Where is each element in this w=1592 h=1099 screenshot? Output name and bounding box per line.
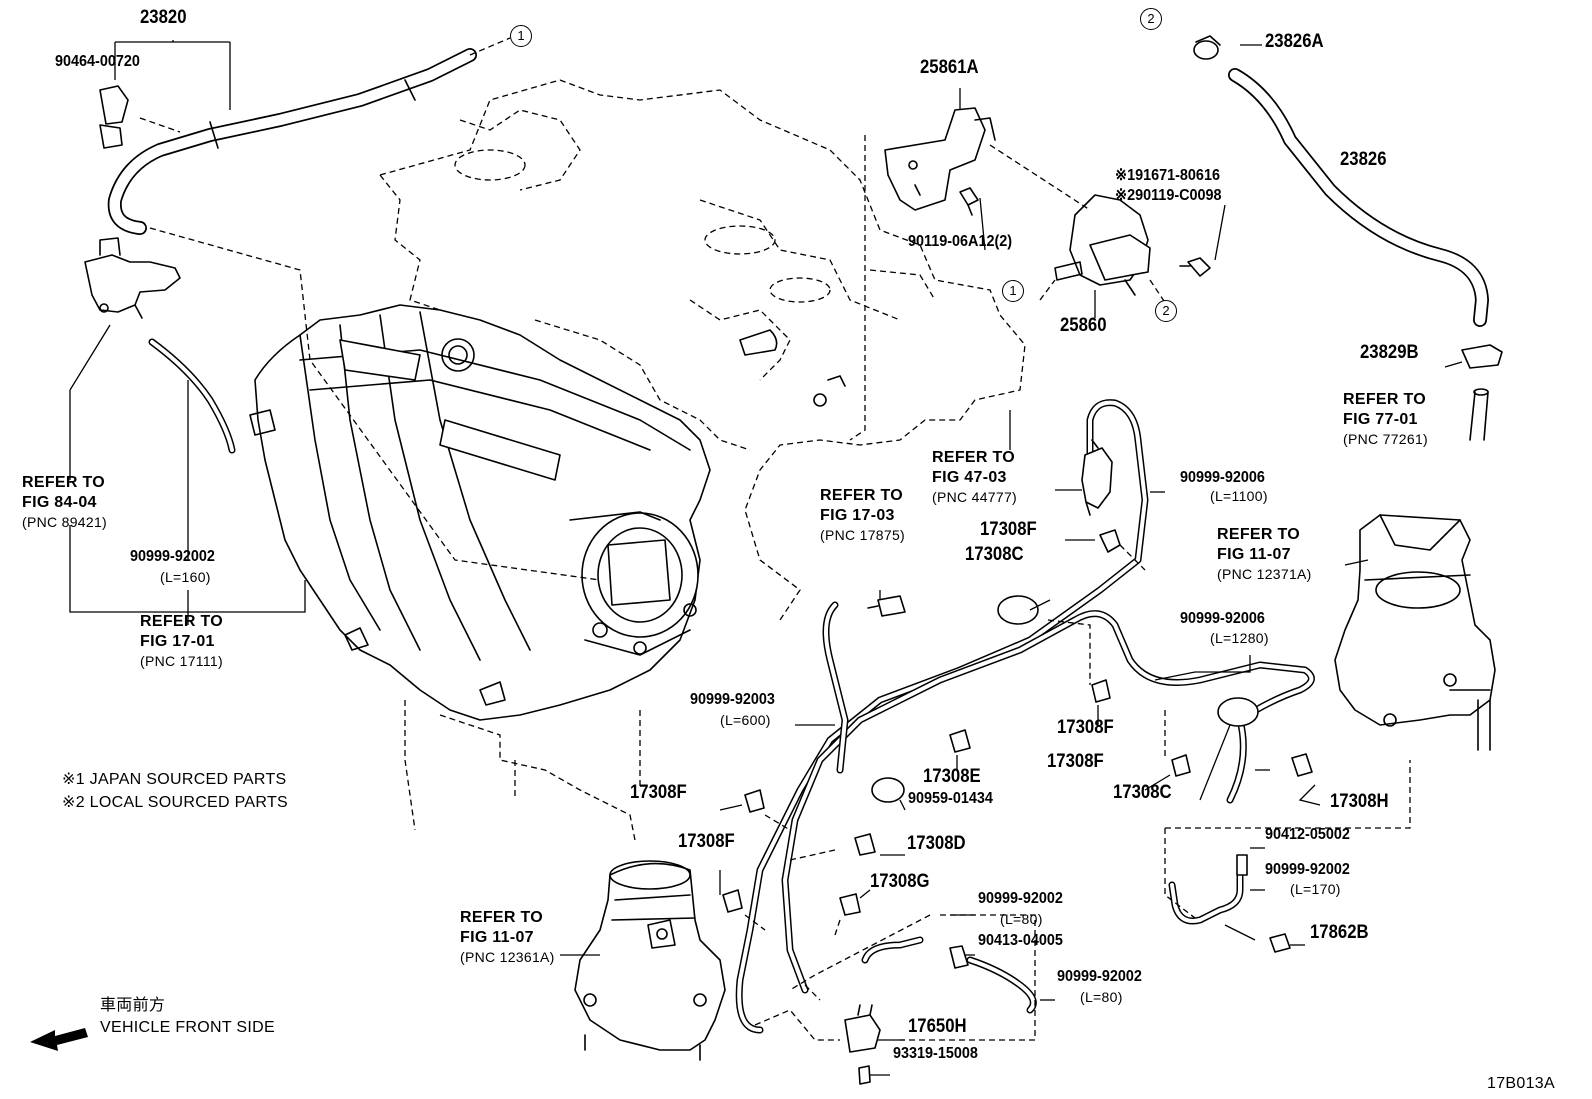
- sensor-89421: [84, 237, 181, 319]
- part-label-91671-80616: ※191671-80616: [1115, 167, 1220, 184]
- part-label-17308c-upper: 17308C: [965, 544, 1024, 565]
- note-japan-sourced: ※1 JAPAN SOURCED PARTS: [62, 771, 287, 788]
- note-local-sourced: ※2 LOCAL SOURCED PARTS: [62, 794, 288, 811]
- engine-outline: [379, 79, 1026, 841]
- refer-fig-11-07-right: REFER TO FIG 11-07 (PNC 12371A): [1217, 526, 1312, 582]
- vehicle-front-label-en: VEHICLE FRONT SIDE: [100, 1019, 275, 1036]
- part-label-25861a: 25861A: [920, 57, 979, 78]
- vehicle-front-arrow-icon: [30, 1028, 88, 1051]
- refer-fig-17-03: REFER TO FIG 17-03 (PNC 17875): [820, 487, 906, 543]
- leader-lines: [69, 37, 1463, 1076]
- part-label-25860: 25860: [1060, 315, 1107, 336]
- clamp-23826a: [1193, 35, 1221, 60]
- part-length-l170: (L=170): [1290, 881, 1341, 897]
- part-length-l1100: (L=1100): [1210, 488, 1268, 504]
- bracket-25861a: [884, 107, 996, 216]
- part-label-90119-06a12: 90119-06A12(2): [908, 233, 1013, 250]
- part-label-17862b: 17862B: [1310, 922, 1369, 943]
- part-label-17308g: 17308G: [870, 871, 930, 892]
- circle-marker-1: 1: [510, 25, 532, 47]
- circle-marker-2-vsv: 2: [1155, 300, 1177, 322]
- part-length-l600: (L=600): [720, 712, 771, 728]
- part-label-17308d: 17308D: [907, 833, 966, 854]
- hose-90999-92002-l80-a: [861, 936, 924, 964]
- vacuum-line-l1100: [735, 399, 1149, 1034]
- fitting-17875: [867, 595, 906, 617]
- refer-fig-47-03: REFER TO FIG 47-03 (PNC 44777): [932, 449, 1018, 505]
- part-label-90413-04005: 90413-04005: [978, 932, 1063, 949]
- part-label-90999-92002-l170: 90999-92002: [1265, 861, 1350, 878]
- part-label-90999-92002-l80-a: 90999-92002: [978, 890, 1063, 907]
- part-label-90119-c0098: ※290119-C0098: [1115, 187, 1222, 204]
- sensor-44777: [1081, 439, 1113, 516]
- part-label-23826a: 23826A: [1265, 31, 1324, 52]
- circle-marker-2: 2: [1140, 8, 1162, 30]
- part-label-17308f-lower-left: 17308F: [678, 831, 735, 852]
- part-label-90999-92006-l1100: 90999-92006: [1180, 469, 1265, 486]
- hose-90999-92002-l160: [148, 338, 236, 454]
- hose-23820: [107, 48, 477, 235]
- part-label-90999-92002-l80-b: 90999-92002: [1057, 968, 1142, 985]
- part-label-17308f-left: 17308F: [630, 782, 687, 803]
- refer-fig-84-04: REFER TO FIG 84-04 (PNC 89421): [22, 474, 108, 530]
- part-label-90959-01434: 90959-01434: [908, 790, 993, 807]
- clamp-90464-00720: [99, 85, 129, 149]
- part-label-23826: 23826: [1340, 149, 1387, 170]
- part-label-90412-05002: 90412-05002: [1265, 826, 1350, 843]
- part-label-17308c-lower: 17308C: [1113, 782, 1172, 803]
- part-label-90999-92006-l1280: 90999-92006: [1180, 610, 1265, 627]
- part-length-l160: (L=160): [160, 569, 211, 585]
- refer-fig-17-01: REFER TO FIG 17-01 (PNC 17111): [140, 613, 224, 669]
- hose-23826: [1228, 68, 1489, 327]
- hose-90999-92002-l170: [1168, 866, 1244, 925]
- part-length-l80-a: (L=80): [1000, 911, 1043, 927]
- hose-90999-92002-l80-b: [966, 956, 1037, 1014]
- part-label-17650h: 17650H: [908, 1016, 967, 1037]
- part-label-17308f-mid: 17308F: [1057, 717, 1114, 738]
- pipe-77261: [1469, 388, 1489, 441]
- clips: [722, 529, 1313, 1085]
- part-label-17308e: 17308E: [923, 766, 981, 787]
- part-label-23820: 23820: [140, 7, 187, 28]
- engine-mount-12361a: [574, 860, 726, 1061]
- part-label-93319-15008: 93319-15008: [893, 1045, 978, 1062]
- part-length-l80-b: (L=80): [1080, 989, 1123, 1005]
- part-label-90464-00720: 90464-00720: [55, 53, 140, 70]
- refer-fig-11-07-left: REFER TO FIG 11-07 (PNC 12361A): [460, 909, 555, 965]
- intake-manifold: [249, 304, 711, 721]
- part-label-17308f-upper: 17308F: [980, 519, 1037, 540]
- part-label-23829b: 23829B: [1360, 342, 1419, 363]
- part-length-l1280: (L=1280): [1210, 630, 1269, 646]
- circle-marker-1-vsv: 1: [1002, 280, 1024, 302]
- part-label-17308h: 17308H: [1330, 791, 1389, 812]
- part-label-90999-92003: 90999-92003: [690, 691, 775, 708]
- clamp-23829b: [1461, 344, 1503, 369]
- engine-mount-12371a: [1334, 514, 1496, 751]
- vehicle-front-label-jp: 車両前方: [100, 997, 166, 1014]
- refer-fig-77-01: REFER TO FIG 77-01 (PNC 77261): [1343, 391, 1429, 447]
- figure-id: 17B013A: [1487, 1075, 1555, 1092]
- vacuum-line-l600: [822, 601, 849, 774]
- part-label-17308f-mid-right: 17308F: [1047, 751, 1104, 772]
- vsv-25860: [1054, 194, 1211, 296]
- part-label-90999-92002-l160: 90999-92002: [130, 548, 215, 565]
